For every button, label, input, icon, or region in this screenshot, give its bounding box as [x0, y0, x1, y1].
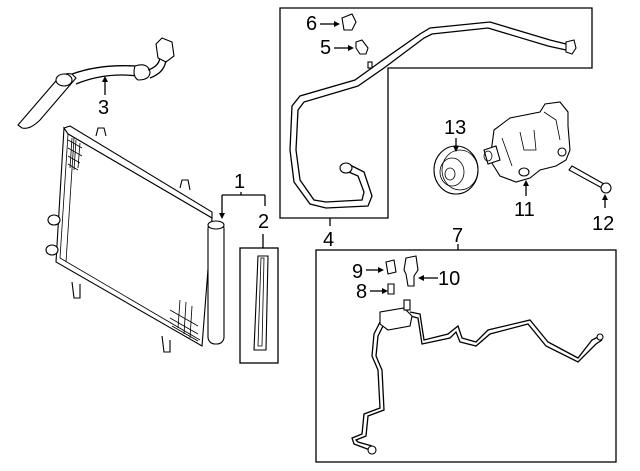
suction-line[interactable]	[289, 21, 577, 209]
callout-5[interactable]: 5	[320, 37, 354, 59]
callout-9[interactable]: 9	[352, 261, 384, 283]
callout-7-label: 7	[452, 225, 463, 247]
callout-3[interactable]: 3	[98, 76, 109, 119]
clutch-pulley[interactable]	[433, 145, 479, 195]
discharge-hose[interactable]	[17, 37, 175, 129]
suction-line-box	[279, 7, 593, 219]
drier-element[interactable]	[253, 255, 269, 351]
callout-12[interactable]: 12	[592, 194, 614, 235]
callout-7[interactable]: 7	[452, 225, 463, 250]
compressor[interactable]	[483, 101, 571, 183]
callout-11[interactable]: 11	[514, 180, 535, 221]
pressure-switch[interactable]	[403, 255, 419, 287]
callout-5-label: 5	[320, 37, 331, 59]
callout-8-label: 8	[356, 281, 367, 303]
callout-6[interactable]: 6	[306, 13, 340, 35]
callout-13-label: 13	[444, 117, 466, 139]
liquid-line[interactable]	[351, 299, 604, 455]
valve-cap-9[interactable]	[385, 259, 397, 275]
callout-4-label: 4	[323, 229, 334, 251]
callout-1[interactable]: 1	[219, 171, 266, 219]
service-valve-8[interactable]	[387, 283, 395, 295]
service-valve-5[interactable]	[355, 39, 369, 55]
callout-3-label: 3	[98, 97, 109, 119]
callout-13[interactable]: 13	[444, 117, 466, 152]
callout-1-label: 1	[234, 171, 245, 193]
callout-4[interactable]: 4	[323, 218, 334, 251]
callout-10-label: 10	[438, 268, 460, 290]
condenser[interactable]	[45, 125, 225, 353]
callout-6-label: 6	[306, 13, 317, 35]
callout-8[interactable]: 8	[356, 281, 388, 303]
callout-2[interactable]: 2	[258, 211, 269, 248]
drier-box	[239, 247, 279, 364]
valve-cap-6[interactable]	[341, 13, 357, 31]
callout-12-label: 12	[592, 213, 614, 235]
liquid-line-box	[315, 249, 617, 463]
callout-10[interactable]: 10	[418, 268, 460, 290]
compressor-bolt[interactable]	[568, 165, 612, 194]
callout-11-label: 11	[514, 199, 535, 221]
callout-2-label: 2	[258, 211, 269, 233]
callout-9-label: 9	[352, 261, 363, 283]
